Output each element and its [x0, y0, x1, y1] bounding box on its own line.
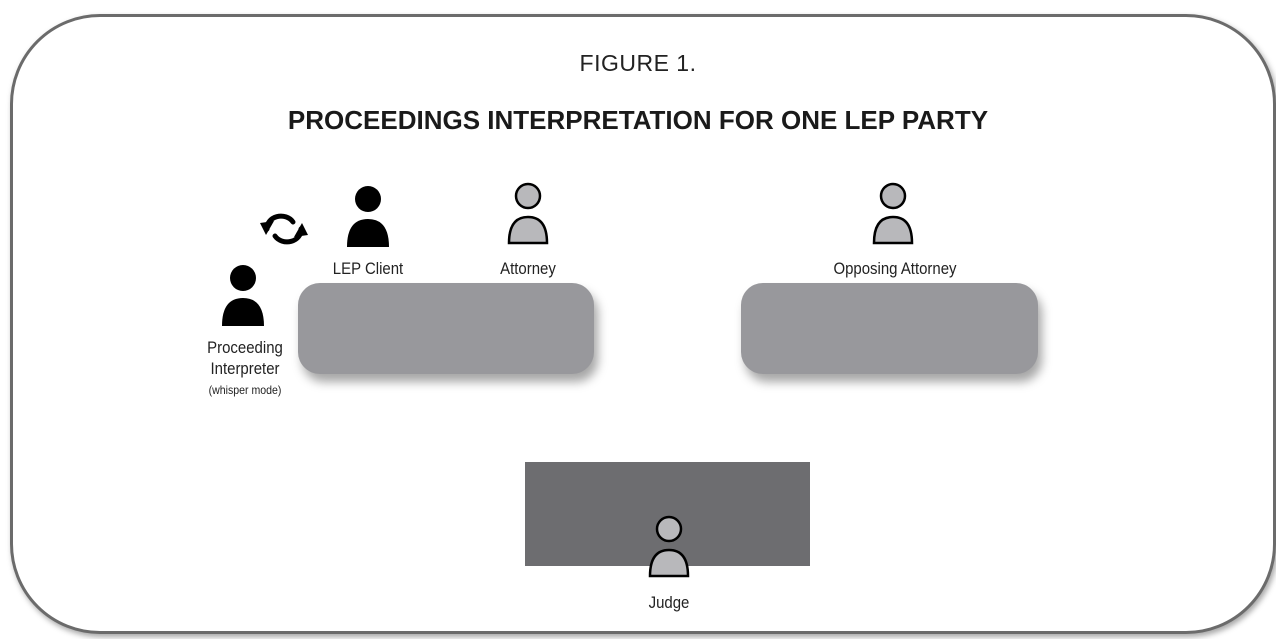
attorney-icon	[507, 182, 549, 245]
interpreter-label-mode: (whisper mode)	[208, 383, 282, 397]
left-table	[298, 283, 594, 374]
attorney-label: Attorney	[500, 259, 556, 278]
lep-client-icon	[347, 186, 389, 247]
interpreter-label-line1: Proceeding	[207, 338, 283, 357]
right-table	[741, 283, 1038, 374]
judge-bench	[525, 462, 810, 566]
figure-number: FIGURE 1.	[579, 50, 697, 76]
opposing-attorney-icon	[872, 182, 914, 245]
judge-icon	[648, 515, 690, 578]
interpreter-label-line2: Interpreter	[210, 359, 280, 378]
swap-arrows-icon	[260, 213, 308, 245]
lep-client-label: LEP Client	[332, 259, 404, 278]
figure-title: PROCEEDINGS INTERPRETATION FOR ONE LEP P…	[287, 105, 989, 135]
opposing-attorney-label: Opposing Attorney	[833, 259, 957, 278]
judge-label: Judge	[648, 593, 690, 612]
interpreter-icon	[222, 265, 264, 326]
